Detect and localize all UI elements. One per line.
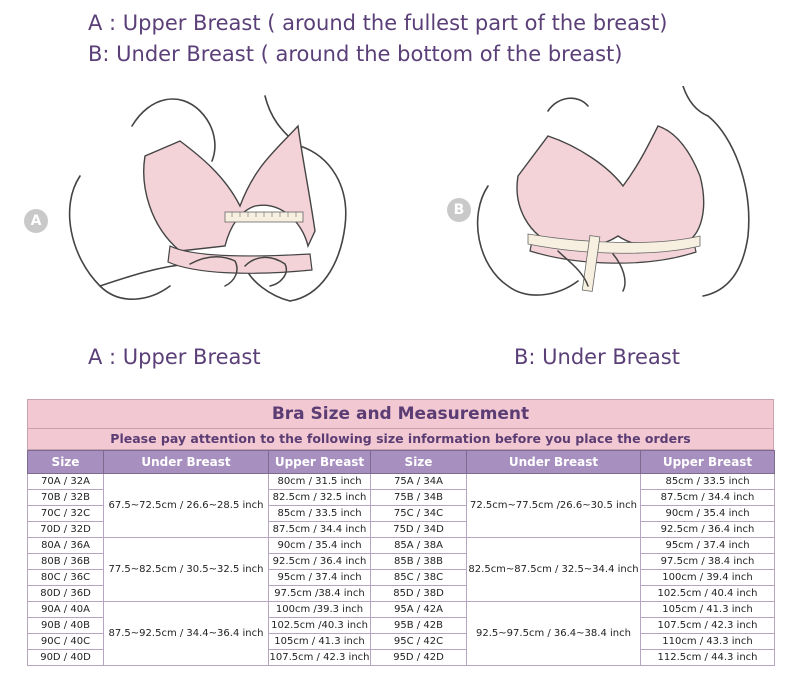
size-cell: 90B / 40B (27, 617, 104, 634)
table-row: 80D / 36D 97.5cm /38.4 inch 85D / 38D 10… (27, 585, 775, 602)
table-title: Bra Size and Measurement (27, 399, 774, 429)
table-row: 90D / 40D 107.5cm / 42.3 inch 95D / 42D … (27, 649, 775, 666)
upper-breast-cell: 95cm / 37.4 inch (268, 569, 371, 586)
upper-breast-cell: 95cm / 37.4 inch (640, 537, 775, 554)
size-cell: 95D / 42D (370, 649, 467, 666)
upper-breast-illustration (68, 95, 347, 302)
table-row: 70D / 32D 87.5cm / 34.4 inch 75D / 34D 9… (27, 521, 775, 538)
size-cell: 75D / 34D (370, 521, 467, 538)
header-size: Size (27, 450, 104, 474)
label-a-badge: A (24, 209, 48, 233)
table-row: 70C / 32C 85cm / 33.5 inch 75C / 34C 90c… (27, 505, 775, 522)
measurement-definitions: A : Upper Breast ( around the fullest pa… (88, 8, 667, 70)
under-breast-range: 87.5~92.5cm / 34.4~36.4 inch (103, 601, 269, 666)
header-upper-breast: Upper Breast (640, 450, 775, 474)
upper-breast-cell: 100cm /39.3 inch (268, 601, 371, 618)
upper-breast-cell: 80cm / 31.5 inch (268, 473, 371, 490)
size-cell: 90D / 40D (27, 649, 104, 666)
upper-breast-cell: 90cm / 35.4 inch (640, 505, 775, 522)
size-cell: 80D / 36D (27, 585, 104, 602)
size-cell: 70D / 32D (27, 521, 104, 538)
size-cell: 80A / 36A (27, 537, 104, 554)
size-cell: 70B / 32B (27, 489, 104, 506)
size-cell: 75A / 34A (370, 473, 467, 490)
table-row: 90A / 40A 87.5~92.5cm / 34.4~36.4 inch 1… (27, 601, 775, 666)
upper-breast-cell: 85cm / 33.5 inch (268, 505, 371, 522)
size-cell: 85A / 38A (370, 537, 467, 554)
upper-breast-cell: 102.5cm /40.3 inch (268, 617, 371, 634)
size-cell: 75B / 34B (370, 489, 467, 506)
size-cell: 85D / 38D (370, 585, 467, 602)
size-cell: 80B / 36B (27, 553, 104, 570)
upper-breast-cell: 107.5cm / 42.3 inch (640, 617, 775, 634)
table-row: 70B / 32B 82.5cm / 32.5 inch 75B / 34B 8… (27, 489, 775, 506)
upper-breast-cell: 97.5cm /38.4 inch (268, 585, 371, 602)
upper-breast-cell: 87.5cm / 34.4 inch (268, 521, 371, 538)
under-breast-range: 77.5~82.5cm / 30.5~32.5 inch (103, 537, 269, 602)
header-size: Size (370, 450, 467, 474)
size-cell: 85B / 38B (370, 553, 467, 570)
upper-breast-cell: 90cm / 35.4 inch (268, 537, 371, 554)
size-cell: 80C / 36C (27, 569, 104, 586)
size-cell: 90A / 40A (27, 601, 104, 618)
label-b-badge: B (447, 198, 471, 222)
upper-breast-cell: 87.5cm / 34.4 inch (640, 489, 775, 506)
upper-breast-cell: 92.5cm / 36.4 inch (640, 521, 775, 538)
header-under-breast: Under Breast (466, 450, 641, 474)
size-cell: 85C / 38C (370, 569, 467, 586)
size-cell: 95C / 42C (370, 633, 467, 650)
upper-breast-cell: 97.5cm / 38.4 inch (640, 553, 775, 570)
table-row: 80C / 36C 95cm / 37.4 inch 85C / 38C 100… (27, 569, 775, 586)
upper-breast-cell: 107.5cm / 42.3 inch (268, 649, 371, 666)
table-row: 70A / 32A 67.5~72.5cm / 26.6~28.5 inch 8… (27, 473, 775, 538)
upper-breast-cell: 110cm / 43.3 inch (640, 633, 775, 650)
upper-breast-cell: 105cm / 41.3 inch (640, 601, 775, 618)
upper-breast-cell: 105cm / 41.3 inch (268, 633, 371, 650)
upper-breast-cell: 102.5cm / 40.4 inch (640, 585, 775, 602)
definition-upper-breast: A : Upper Breast ( around the fullest pa… (88, 11, 668, 35)
header-upper-breast: Upper Breast (268, 450, 371, 474)
definition-under-breast: B: Under Breast ( around the bottom of t… (88, 42, 623, 66)
size-cell: 95B / 42B (370, 617, 467, 634)
under-breast-range: 92.5~97.5cm / 36.4~38.4 inch (466, 601, 641, 666)
upper-breast-cell: 100cm / 39.4 inch (640, 569, 775, 586)
upper-breast-cell: 82.5cm / 32.5 inch (268, 489, 371, 506)
upper-breast-cell: 112.5cm / 44.3 inch (640, 649, 775, 666)
table-row: 90C / 40C 105cm / 41.3 inch 95C / 42C 11… (27, 633, 775, 650)
table-header-row: Size Under Breast Upper Breast Size Unde… (27, 450, 775, 474)
caption-upper-breast: A : Upper Breast (88, 345, 261, 369)
under-breast-range: 67.5~72.5cm / 26.6~28.5 inch (103, 473, 269, 538)
size-cell: 70C / 32C (27, 505, 104, 522)
table-row: 80A / 36A 77.5~82.5cm / 30.5~32.5 inch 9… (27, 537, 775, 602)
size-table: Size Under Breast Upper Breast Size Unde… (27, 450, 775, 666)
size-cell: 70A / 32A (27, 473, 104, 490)
table-row: 80B / 36B 92.5cm / 36.4 inch 85B / 38B 9… (27, 553, 775, 570)
under-breast-range: 82.5cm~87.5cm / 32.5~34.4 inch (466, 537, 641, 602)
size-cell: 75C / 34C (370, 505, 467, 522)
under-breast-illustration (476, 86, 750, 297)
upper-breast-cell: 85cm / 33.5 inch (640, 473, 775, 490)
order-notice: Please pay attention to the following si… (27, 429, 774, 450)
size-cell: 90C / 40C (27, 633, 104, 650)
size-cell: 95A / 42A (370, 601, 467, 618)
caption-under-breast: B: Under Breast (514, 345, 680, 369)
under-breast-range: 72.5cm~77.5cm /26.6~30.5 inch (466, 473, 641, 538)
size-chart: Bra Size and Measurement Please pay atte… (27, 399, 775, 666)
upper-breast-cell: 92.5cm / 36.4 inch (268, 553, 371, 570)
header-under-breast: Under Breast (103, 450, 269, 474)
